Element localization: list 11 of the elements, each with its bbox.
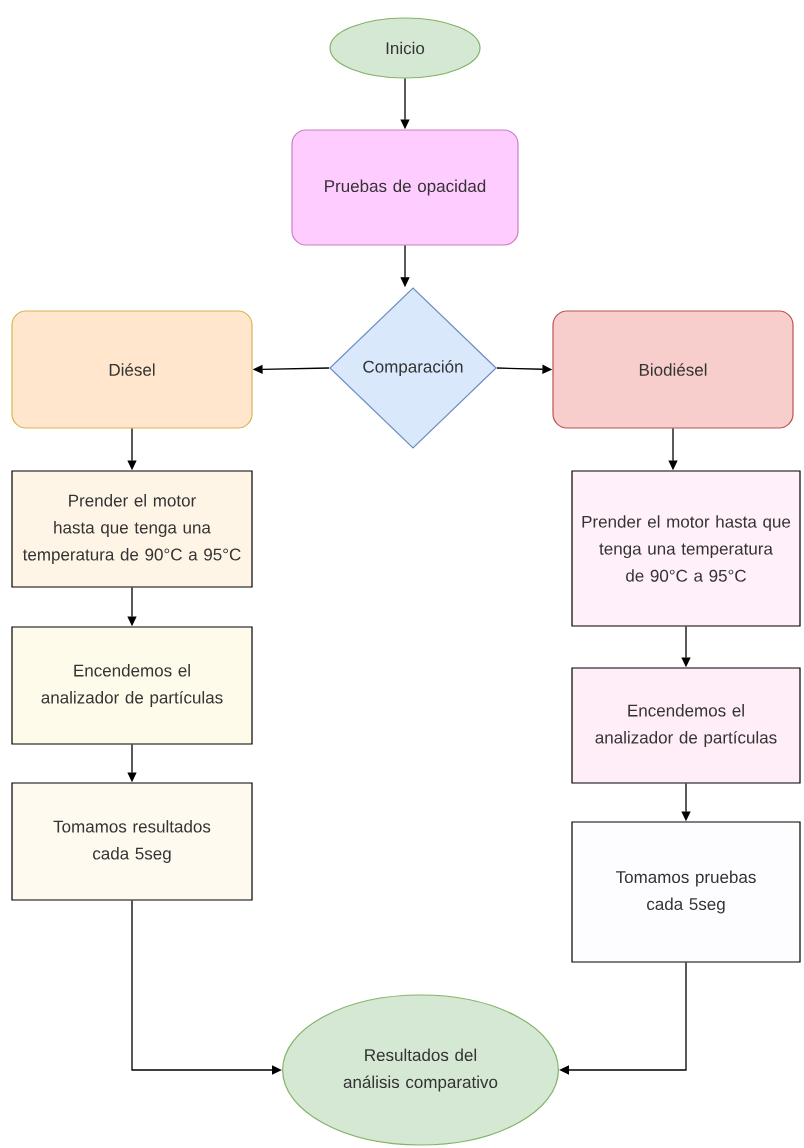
- process-box: Tomamos resultados cada 5seg: [11, 782, 253, 901]
- process-box: Diésel: [11, 310, 253, 429]
- process-box: Prender el motor hasta que tenga una temperatura de 90°C a 95°C: [11, 470, 253, 588]
- process-box: Encendemos el analizador de partículas: [11, 626, 253, 745]
- process-box: Prender el motor hasta que tenga una temperatura de 90°C a 95°C: [571, 470, 801, 627]
- process-box: Encendemos el analizador de partículas: [571, 667, 801, 784]
- arrow: [559, 961, 687, 1075]
- process-box: Biodiésel: [552, 310, 794, 429]
- process-box: Tomamos pruebas cada 5seg: [571, 821, 801, 963]
- process-box: Pruebas de opacidad: [291, 129, 519, 246]
- arrow: [131, 899, 282, 1075]
